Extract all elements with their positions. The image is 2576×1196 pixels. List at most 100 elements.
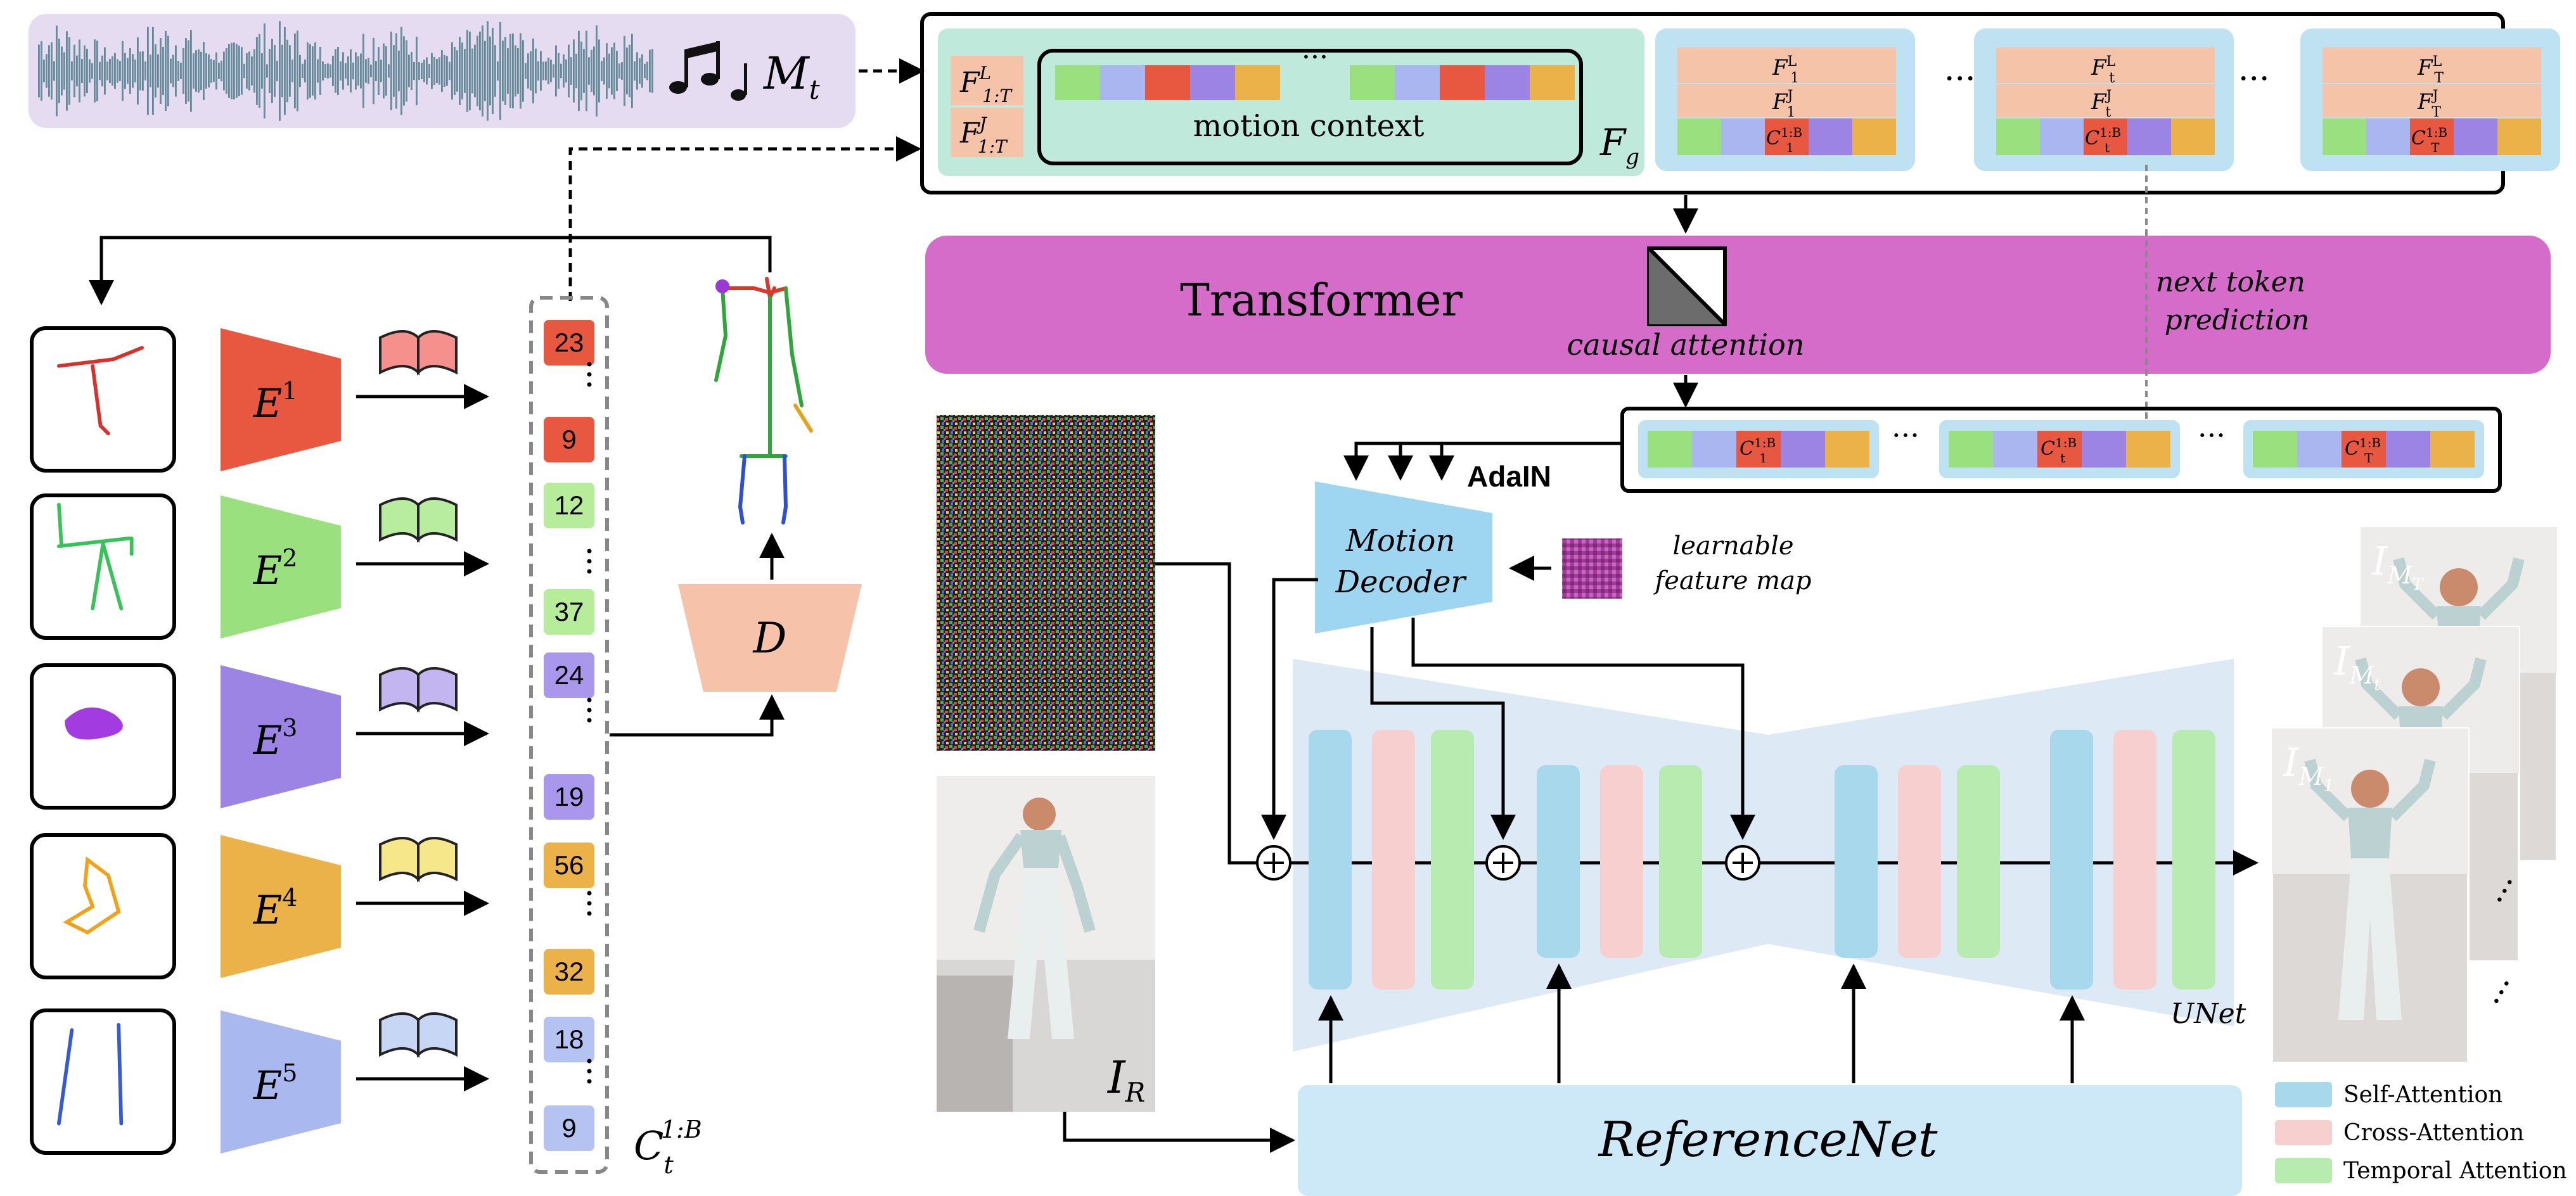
frame-code-cell — [2366, 118, 2410, 155]
waveform-bar — [575, 53, 577, 89]
waveform-bar — [449, 61, 451, 80]
waveform-bar — [616, 51, 618, 91]
pose-input-frame — [30, 1008, 176, 1155]
code-token-value: 37 — [554, 597, 584, 627]
waveform-bar — [370, 64, 372, 78]
encoder-label: E — [253, 547, 282, 594]
context-strip-a-cell — [1145, 65, 1190, 100]
context-strip-a-cell — [1235, 65, 1280, 100]
svg-text:Fg: Fg — [1599, 121, 1639, 170]
pose-feedback-arrow — [89, 236, 772, 305]
pose-decoder-label: D — [753, 614, 787, 663]
waveform-bar — [555, 45, 557, 97]
waveform-bar — [71, 61, 73, 80]
waveform-bar — [641, 54, 643, 88]
global-feature-label: F — [1599, 121, 1627, 164]
waveform-bar — [400, 27, 402, 115]
motion-decoder: Motion Decoder — [1315, 481, 1492, 633]
waveform-bar — [527, 53, 529, 89]
svg-text:E3: E3 — [253, 714, 297, 763]
reference-to-referencenet-arrow — [1063, 1112, 1295, 1153]
feature-map-label-2: feature map — [1653, 566, 1811, 595]
temporal-attention-block — [1957, 765, 2000, 958]
encoder-shape — [221, 1010, 341, 1154]
waveform-bar — [51, 42, 53, 100]
transformer-label: Transformer — [1180, 274, 1463, 326]
output-frame-label: I — [2371, 538, 2388, 584]
waveform-bar — [38, 44, 40, 98]
waveform-bar — [471, 48, 473, 94]
svg-text:C1:BT: C1:BT — [2345, 435, 2381, 466]
frame-c-label: C — [2085, 127, 2099, 150]
self-attention-block — [1537, 765, 1580, 958]
waveform-bar — [63, 52, 65, 90]
waveform-bar — [43, 60, 45, 82]
svg-text:C1:B1: C1:B1 — [1766, 125, 1802, 155]
waveform-bar — [454, 46, 456, 96]
encoder-5: E5 — [221, 1010, 489, 1154]
legend-label: Cross-Attention — [2343, 1120, 2524, 1146]
predicted-token-code-cell — [1949, 431, 1993, 468]
code-to-sequence-arrow — [568, 136, 921, 301]
waveform-bar — [494, 45, 496, 97]
frame-j-token — [1996, 84, 2215, 117]
predicted-token-label: C — [2041, 438, 2055, 460]
waveform-bar — [383, 43, 385, 99]
predicted-token-code-cell — [2037, 431, 2082, 468]
frame-code-cell — [1721, 118, 1765, 155]
learnable-feature-map — [1562, 538, 1622, 599]
waveform-bar — [433, 56, 435, 86]
waveform-bar — [74, 44, 75, 98]
waveform-bar — [53, 61, 55, 81]
self-attention-block — [2050, 730, 2093, 989]
waveform-bar — [588, 57, 590, 85]
waveform-bar — [385, 46, 387, 96]
svg-text:IMT: IMT — [2371, 538, 2424, 594]
waveform-bar — [58, 38, 60, 104]
encoder-shape — [221, 665, 341, 808]
frame-code-cell — [1996, 118, 2040, 155]
code-token: 12 — [544, 483, 594, 528]
pose-stroke — [57, 346, 144, 436]
code-token-value: 18 — [554, 1024, 584, 1054]
waveform-bar — [157, 54, 159, 88]
waveform-bar — [550, 60, 552, 82]
waveform-bar — [317, 59, 319, 83]
waveform-bar — [96, 41, 98, 101]
predicted-token-code-cell — [2430, 431, 2475, 468]
frame-code-cell — [1809, 118, 1852, 155]
temporal-attention-block — [2172, 730, 2215, 989]
motion-context-label: motion context — [1193, 108, 1425, 144]
next-token-label: next token — [2156, 266, 2305, 298]
svg-text:Ct1:B: Ct1:B — [634, 1116, 702, 1179]
waveform-bar — [259, 34, 260, 108]
legend-entry: Temporal Attention — [2275, 1158, 2567, 1184]
audio-label: M — [762, 48, 811, 99]
waveform-bar — [373, 37, 375, 105]
waveform-bar — [492, 27, 494, 115]
code-ellipsis-dot — [587, 559, 592, 564]
waveform-bar — [215, 52, 217, 90]
waveform-bar — [319, 47, 321, 95]
code-token: 32 — [544, 949, 594, 995]
waveform-bar — [203, 41, 205, 101]
waveform-bar — [530, 51, 532, 91]
waveform-bar — [395, 33, 397, 109]
waveform-bar — [540, 51, 542, 91]
encoder-label: E — [253, 717, 282, 763]
add-node — [1725, 845, 1760, 881]
code-token-bg — [544, 320, 594, 366]
frame-c-label: C — [1766, 127, 1781, 150]
waveform-bar — [66, 31, 68, 111]
waveform-bar — [284, 27, 286, 115]
svg-text:E2: E2 — [253, 544, 297, 594]
encoder-4: E4 — [221, 835, 489, 978]
svg-text:FL1: FL1 — [1772, 54, 1799, 86]
frame-code-cell — [1765, 118, 1809, 155]
waveform-bar — [439, 57, 440, 85]
pose-stroke — [57, 502, 134, 611]
predicted-token-code-cell — [2386, 431, 2430, 468]
waveform-bar — [517, 48, 519, 94]
